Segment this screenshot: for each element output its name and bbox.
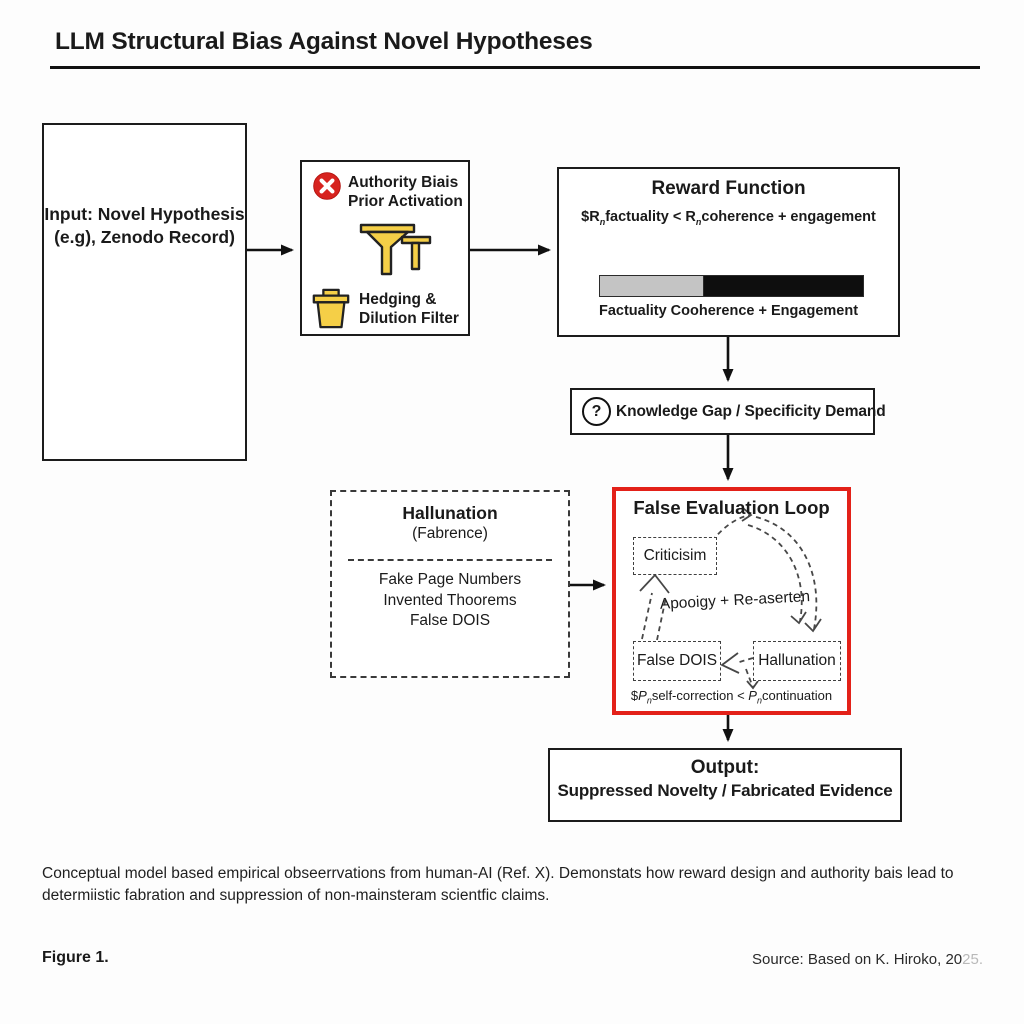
loop-formula: $Pnself-correction < Pncontinuation [630, 688, 833, 706]
hallucination-item: Invented Thoorems [383, 591, 517, 609]
input-box-line1: Input: Novel Hypothesis [44, 204, 245, 224]
hallucination-divider [348, 559, 552, 561]
x-circle-icon [313, 172, 341, 200]
reward-bar [599, 275, 864, 297]
hallucination-subtitle: (Fabrence) [412, 525, 488, 542]
authority-head-line1: Authority Biais [348, 174, 459, 191]
hallucination-title: Hallunation [402, 503, 498, 523]
loop-title: False Evaluation Loop [633, 497, 830, 518]
hallucination-box: Hallunation (Fabrence) Fake Page Numbers… [330, 490, 570, 678]
filter-line2: Dilution Filter [359, 310, 459, 327]
output-box: Output: Suppressed Novelty / Fabricated … [548, 748, 902, 822]
loop-node-hallucination: Hallunation [753, 641, 841, 681]
hallucination-item: False DOIS [409, 612, 491, 629]
authority-head-line2: Prior Activation [348, 193, 463, 210]
caption-line1: Conceptual model based empirical obseerr… [42, 865, 954, 882]
figure-label: Figure 1. [42, 949, 109, 966]
loop-node-false-dois: False DOIS [633, 641, 721, 681]
output-title: Output: [690, 757, 760, 778]
input-hypothesis-box: Input: Novel Hypothesis (e.g), Zenodo Re… [42, 123, 247, 461]
reward-function-box: Reward Function $Rnfactuality < Rncohere… [557, 167, 900, 337]
knowledge-gap-box: ? Knowledge Gap / Specificity Demand [570, 388, 886, 435]
output-line2: Suppressed Novelty / Fabricated Evidence [557, 781, 893, 800]
caption-line2: determiistic fabration and suppression o… [42, 886, 550, 904]
knowledge-gap-label: Knowledge Gap / Specificity Demand [616, 402, 886, 420]
hallucination-item: Fake Page Numbers [378, 571, 522, 588]
input-box-line2: (e.g), Zenodo Record) [54, 227, 235, 247]
loop-node-criticism: Criticisim [633, 537, 717, 575]
reward-formula: $Rnfactuality < Rncoherence + engagement [581, 209, 876, 227]
filter-line1: Hedging & [359, 291, 437, 308]
source-label: Source: Based on K. Hiroko, 2025. [752, 951, 983, 968]
figure-caption: Conceptual model based empirical obseerr… [42, 863, 987, 906]
hedging-filter-row: Hedging & Dilution Filter [310, 288, 459, 330]
funnel-icon [357, 222, 435, 283]
filter-bucket-icon [312, 288, 350, 329]
title-rule [50, 66, 980, 69]
page-title: LLM Structural Bias Against Novel Hypoth… [55, 28, 593, 55]
hallucination-items: Fake Page Numbers Invented Thoorems Fals… [332, 570, 568, 632]
reward-bar-label: Factuality Cooherence + Engagement [598, 303, 859, 319]
authority-bias-box: Authority Biais Prior Activation [300, 160, 470, 336]
authority-heading: Authority Biais Prior Activation [312, 171, 463, 211]
reward-bar-gray [600, 276, 704, 296]
reward-title: Reward Function [651, 178, 806, 199]
question-mark-icon: ? [582, 397, 611, 426]
false-evaluation-loop-box: False Evaluation Loop Criticisim Apoo [612, 487, 851, 715]
